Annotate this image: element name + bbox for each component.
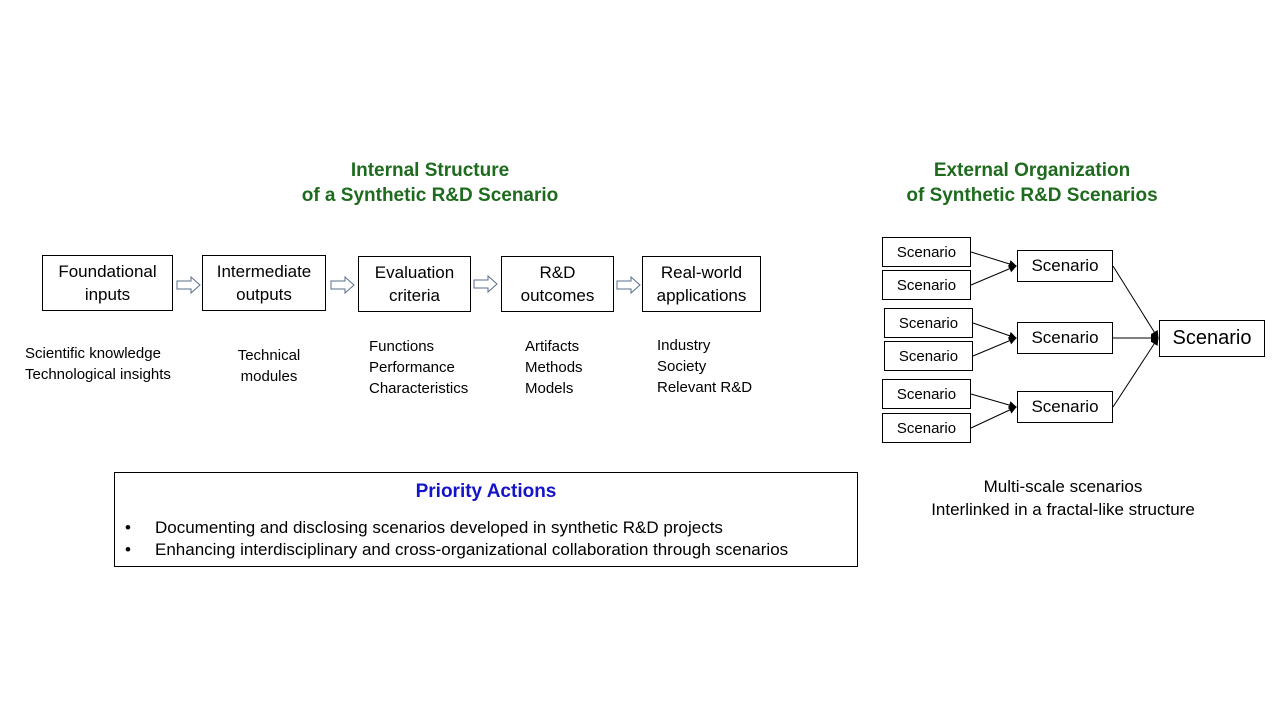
scenario-leaf-label: Scenario	[898, 314, 959, 332]
priority-item-text: Enhancing interdisciplinary and cross-or…	[155, 540, 789, 559]
connector-leaf3-mid2	[972, 322, 1017, 340]
scenario-leaf-2: Scenario	[882, 270, 971, 300]
external-title-line-2: of Synthetic R&D Scenarios	[906, 185, 1158, 206]
stage-label-line-2: outputs	[236, 285, 292, 304]
scenario-leaf-6: Scenario	[882, 413, 971, 443]
scenario-leaf-5: Scenario	[882, 379, 971, 409]
external-caption-line-1: Multi-scale scenarios	[983, 477, 1143, 496]
stage-real-world-applications: Real-world applications	[642, 256, 761, 312]
desc-line: Industry	[657, 337, 711, 354]
desc-line: Technical	[237, 347, 301, 364]
scenario-mid-1: Scenario	[1017, 250, 1113, 282]
priority-actions-box: Priority Actions • Documenting and disclo…	[114, 472, 858, 567]
stage-label-line-2: inputs	[84, 285, 131, 304]
scenario-leaf-label: Scenario	[896, 276, 957, 294]
block-arrow-1	[176, 275, 201, 295]
priority-item-2: • Enhancing interdisciplinary and cross-o…	[125, 540, 788, 560]
stage-label-line-2: criteria	[388, 286, 440, 305]
block-arrow-3	[473, 274, 498, 294]
connector-leaf4-mid2	[972, 337, 1017, 357]
internal-title-line-2: of a Synthetic R&D Scenario	[301, 185, 559, 206]
scenario-leaf-label: Scenario	[896, 385, 957, 403]
desc-real-world-applications: Industry Society Relevant R&D	[657, 335, 752, 398]
scenario-mid-label: Scenario	[1031, 328, 1099, 347]
desc-evaluation-criteria: Functions Performance Characteristics	[369, 336, 468, 399]
priority-item-1: • Documenting and disclosing scenarios de…	[125, 518, 723, 538]
desc-line: Methods	[525, 359, 583, 376]
desc-intermediate-outputs: Technical modules	[219, 345, 319, 387]
stage-label-line-1: Foundational	[58, 262, 157, 281]
external-organization-title: External Organization of Synthetic R&D S…	[872, 158, 1192, 208]
stage-evaluation-criteria: Evaluation criteria	[358, 256, 471, 312]
scenario-root-label: Scenario	[1172, 327, 1252, 349]
internal-structure-title: Internal Structure of a Synthetic R&D Sc…	[250, 158, 610, 208]
scenario-root: Scenario	[1159, 320, 1265, 357]
block-arrow-2	[330, 275, 355, 295]
scenario-mid-label: Scenario	[1031, 256, 1099, 275]
scenario-leaf-label: Scenario	[896, 419, 957, 437]
connector-mid3-root	[1112, 337, 1159, 408]
bullet-icon: •	[125, 518, 131, 537]
desc-line: Characteristics	[369, 380, 469, 397]
stage-label-line-1: Real-world	[660, 263, 743, 282]
desc-line: Models	[525, 380, 574, 397]
connector-leaf1-mid1	[970, 251, 1017, 268]
desc-line: Functions	[369, 338, 435, 355]
priority-item-text: Documenting and disclosing scenarios dev…	[155, 518, 723, 537]
scenario-mid-2: Scenario	[1017, 322, 1113, 354]
desc-foundational-inputs: Scientific knowledge Technological insig…	[25, 343, 171, 385]
desc-line: Artifacts	[525, 338, 580, 355]
external-title-line-1: External Organization	[933, 160, 1131, 181]
external-caption-line-2: Interlinked in a fractal-like structure	[931, 500, 1195, 519]
connector-leaf5-mid3	[970, 393, 1017, 409]
stage-foundational-inputs: Foundational inputs	[42, 255, 173, 311]
stage-label-line-2: applications	[656, 286, 747, 305]
internal-title-line-1: Internal Structure	[350, 160, 510, 181]
connector-mid1-root	[1112, 265, 1159, 339]
scenario-leaf-4: Scenario	[884, 341, 973, 371]
scenario-leaf-3: Scenario	[884, 308, 973, 338]
desc-line: Society	[657, 358, 707, 375]
scenario-leaf-label: Scenario	[898, 347, 959, 365]
bullet-icon: •	[125, 540, 131, 559]
block-arrow-4	[616, 275, 641, 295]
desc-line: Relevant R&D	[657, 379, 753, 396]
priority-actions-title: Priority Actions	[415, 481, 557, 502]
desc-line: Performance	[369, 359, 455, 376]
desc-line: Scientific knowledge	[25, 345, 161, 362]
stage-label-line-2: outcomes	[520, 286, 595, 305]
stage-label-line-1: Evaluation	[374, 263, 455, 282]
connector-leaf2-mid1	[970, 265, 1017, 286]
external-caption: Multi-scale scenarios Interlinked in a f…	[893, 475, 1233, 521]
scenario-leaf-1: Scenario	[882, 237, 971, 267]
scenario-leaf-label: Scenario	[896, 243, 957, 261]
desc-line: Technological insights	[25, 366, 171, 383]
stage-label-line-1: R&D	[539, 263, 576, 282]
desc-rd-outcomes: Artifacts Methods Models	[525, 336, 583, 399]
stage-rd-outcomes: R&D outcomes	[501, 256, 614, 312]
stage-intermediate-outputs: Intermediate outputs	[202, 255, 326, 311]
desc-line: modules	[240, 368, 298, 385]
scenario-mid-label: Scenario	[1031, 397, 1099, 416]
connector-leaf6-mid3	[970, 406, 1017, 429]
scenario-mid-3: Scenario	[1017, 391, 1113, 423]
stage-label-line-1: Intermediate	[216, 262, 312, 281]
